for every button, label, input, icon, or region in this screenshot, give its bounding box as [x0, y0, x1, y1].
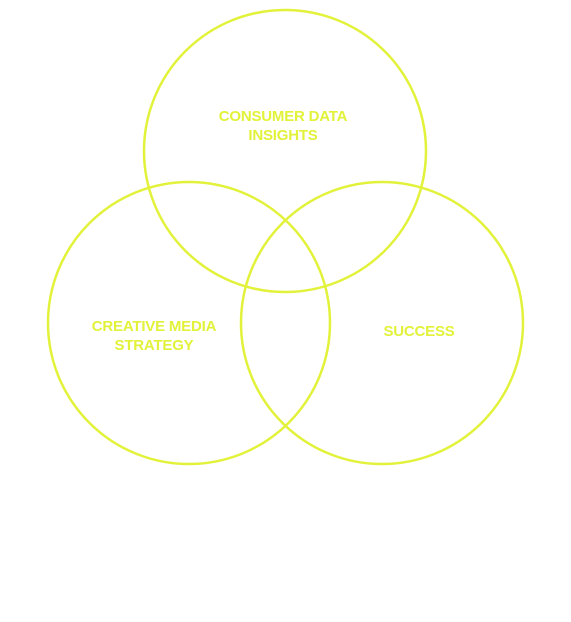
- label-consumer-data-insights: CONSUMER DATA INSIGHTS: [219, 107, 348, 145]
- label-success: SUCCESS: [383, 322, 454, 341]
- circle-success: [239, 180, 525, 466]
- label-line: SUCCESS: [383, 323, 455, 340]
- label-line: INSIGHTS: [248, 127, 318, 144]
- circle-consumer-data-insights: [142, 8, 428, 294]
- label-line: STRATEGY: [114, 337, 194, 354]
- label-line: CONSUMER DATA: [218, 108, 348, 125]
- label-creative-media-strategy: CREATIVE MEDIA STRATEGY: [91, 317, 217, 355]
- circle-creative-media-strategy: [46, 180, 332, 466]
- label-line: CREATIVE MEDIA: [91, 318, 217, 335]
